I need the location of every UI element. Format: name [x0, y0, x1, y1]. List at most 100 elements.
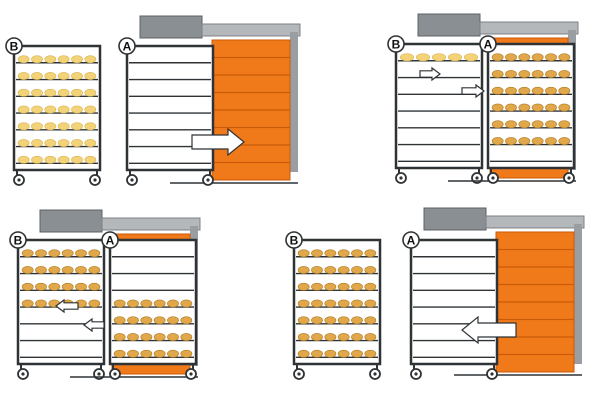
rack-label-rack_b: B — [392, 38, 401, 52]
dough-piece — [71, 88, 83, 97]
bread-loaf — [545, 120, 557, 129]
bread-loaf — [337, 316, 350, 325]
bread-loaf — [297, 316, 310, 325]
bread-loaf — [518, 103, 531, 112]
wheel-hub — [297, 372, 301, 376]
dough-piece — [57, 139, 70, 147]
oven-hood-duct — [485, 215, 585, 229]
rack-label-rack_a: A — [484, 38, 493, 52]
dough-piece — [57, 72, 70, 80]
bread-loaf — [88, 266, 101, 274]
bread-loaf — [324, 299, 337, 308]
bread-loaf — [88, 299, 101, 308]
wheel-hub — [130, 178, 134, 182]
bread-loaf — [337, 266, 350, 274]
dough-piece — [44, 88, 57, 97]
rack-label-rack_a: A — [106, 234, 115, 248]
bread-loaf — [518, 120, 531, 129]
wheel-hub — [491, 176, 495, 180]
bread-loaf — [491, 70, 504, 78]
rack-label-rack_b: B — [290, 234, 299, 248]
dough-piece — [84, 122, 97, 131]
bread-loaf — [21, 299, 34, 308]
dough-piece — [71, 105, 83, 114]
arrow-left-icon — [461, 315, 517, 345]
bread-loaf — [311, 333, 323, 341]
wheel-hub — [373, 372, 377, 376]
bread-loaf — [518, 53, 531, 62]
wheel-hub — [206, 178, 210, 182]
oven-hood — [39, 209, 103, 233]
bread-loaf — [48, 249, 61, 258]
arrow-right-icon — [191, 127, 245, 157]
bread-loaf — [21, 249, 34, 258]
dough-piece — [71, 55, 83, 64]
wheel-hub — [17, 178, 21, 182]
bread-loaf — [324, 282, 337, 291]
wheel-hub — [113, 372, 117, 376]
bread-loaf — [545, 86, 557, 95]
oven-side-panel — [290, 32, 298, 172]
dough-piece — [57, 122, 70, 131]
bread-loaf — [311, 316, 323, 325]
bread-loaf — [518, 86, 531, 95]
bread-loaf — [558, 53, 571, 62]
bread-loaf — [531, 137, 544, 145]
bread-loaf — [113, 333, 126, 341]
dough-piece — [57, 155, 70, 164]
bread-loaf — [324, 249, 337, 258]
wheel-hub — [21, 372, 25, 376]
bread-loaf — [48, 282, 61, 291]
bread-loaf — [545, 70, 557, 78]
bread-loaf — [505, 120, 517, 129]
rack-label-circle — [101, 231, 119, 249]
bread-loaf — [505, 103, 517, 112]
oven-hood — [417, 13, 481, 37]
bread-loaf — [35, 266, 47, 274]
bread-loaf — [153, 316, 166, 325]
dough-piece — [71, 155, 83, 164]
wheel-hub — [414, 372, 418, 376]
wheel-hub — [189, 372, 193, 376]
bread-loaf — [113, 349, 126, 358]
bread-loaf — [351, 333, 363, 341]
dough-piece — [415, 53, 431, 62]
bread-loaf — [61, 266, 74, 274]
dough-piece — [17, 155, 30, 164]
dough-piece — [57, 105, 70, 114]
bread-loaf — [311, 249, 323, 258]
bread-loaf — [167, 349, 179, 358]
oven-side-panel — [574, 224, 582, 364]
wheel-hub — [475, 176, 479, 180]
bread-loaf — [180, 333, 193, 341]
dough-piece — [17, 72, 30, 80]
dough-piece — [57, 88, 70, 97]
bread-loaf — [88, 282, 101, 291]
bread-loaf — [491, 103, 504, 112]
dough-piece — [44, 72, 57, 80]
bread-loaf — [297, 282, 310, 291]
dough-piece — [17, 139, 30, 147]
bread-loaf — [297, 266, 310, 274]
dough-piece — [31, 72, 43, 80]
bread-loaf — [531, 103, 544, 112]
dough-piece — [17, 122, 30, 131]
bread-loaf — [351, 282, 363, 291]
bread-loaf — [297, 299, 310, 308]
bread-loaf — [140, 349, 153, 358]
wheel-hub — [97, 372, 101, 376]
dough-piece — [17, 55, 30, 64]
dough-piece — [84, 105, 97, 114]
dough-piece — [71, 72, 83, 80]
bread-loaf — [180, 299, 193, 308]
oven-hood-duct — [479, 21, 579, 35]
rack-frame — [394, 42, 484, 170]
bread-loaf — [337, 349, 350, 358]
bread-loaf — [337, 282, 350, 291]
dough-piece — [84, 155, 97, 164]
bread-loaf — [180, 349, 193, 358]
dough-piece — [17, 88, 30, 97]
bread-loaf — [311, 349, 323, 358]
bread-loaf — [531, 53, 544, 62]
